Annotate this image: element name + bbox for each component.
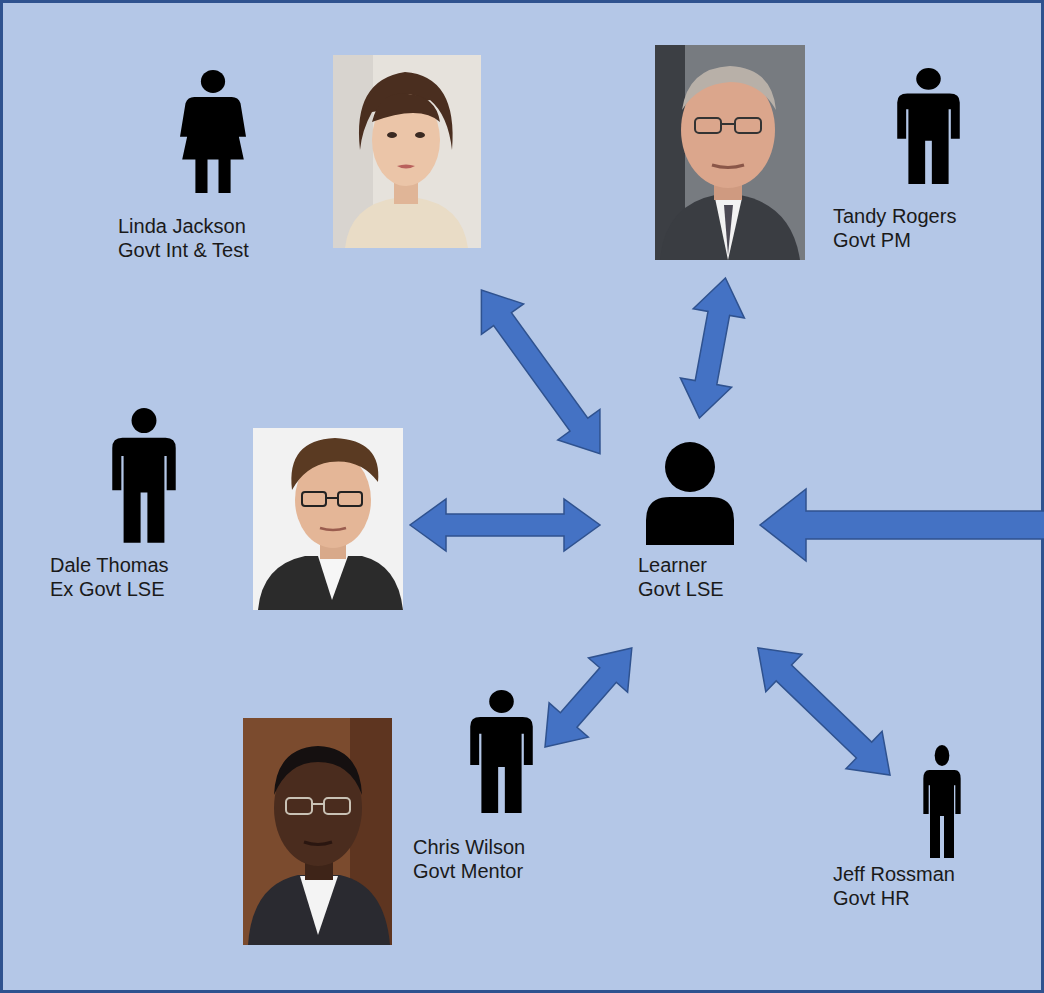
person-label: Dale ThomasEx Govt LSE — [50, 553, 169, 601]
portrait-photo — [253, 428, 403, 610]
portrait-photo — [243, 718, 392, 945]
person-label: Tandy RogersGovt PM — [833, 204, 956, 252]
double-arrow — [680, 278, 744, 418]
icon-body — [470, 717, 533, 813]
icon-head — [489, 690, 514, 713]
portrait-photo — [333, 55, 481, 248]
person-icon — [468, 690, 535, 815]
person-role: Govt Mentor — [413, 859, 525, 883]
double-arrow — [758, 648, 890, 775]
double-arrow — [481, 290, 600, 454]
person-name: Chris Wilson — [413, 835, 525, 859]
person-role: Govt PM — [833, 228, 956, 252]
person-name: Jeff Rossman — [833, 862, 955, 886]
double-arrow — [545, 648, 632, 747]
incoming-arrow — [760, 489, 1044, 561]
person-name: Dale Thomas — [50, 553, 169, 577]
person-node: Jeff RossmanGovt HR — [830, 775, 1005, 920]
person-name: Tandy Rogers — [833, 204, 956, 228]
person-role: Govt Int & Test — [118, 238, 249, 262]
person-icon — [640, 440, 740, 545]
person-role: Govt LSE — [638, 577, 724, 601]
icon-body — [180, 97, 246, 193]
icon-head — [201, 70, 225, 93]
person-icon — [180, 70, 246, 195]
icon-head — [935, 745, 950, 766]
person-node: Linda JacksonGovt Int & Test — [110, 40, 485, 290]
person-label: Jeff RossmanGovt HR — [833, 862, 955, 910]
person-role: Govt HR — [833, 886, 955, 910]
icon-head — [132, 408, 157, 433]
icon-head — [665, 442, 715, 492]
person-name: Linda Jackson — [118, 214, 249, 238]
person-node: LearnerGovt LSE — [600, 418, 758, 648]
icon-body — [897, 94, 960, 184]
icon-body — [112, 438, 175, 543]
double-arrow — [410, 499, 600, 551]
person-icon — [110, 408, 178, 545]
icon-head — [916, 68, 941, 90]
person-icon — [895, 68, 962, 186]
person-role: Ex Govt LSE — [50, 577, 169, 601]
person-name: Learner — [638, 553, 724, 577]
icon-body — [646, 497, 734, 545]
person-label: Chris WilsonGovt Mentor — [413, 835, 525, 883]
portrait-photo — [655, 45, 805, 260]
person-icon — [922, 745, 962, 860]
person-node: Dale ThomasEx Govt LSE — [45, 400, 410, 622]
person-label: LearnerGovt LSE — [638, 553, 724, 601]
person-label: Linda JacksonGovt Int & Test — [118, 214, 249, 262]
person-node: Tandy RogersGovt PM — [650, 40, 1000, 278]
icon-body — [923, 770, 960, 858]
person-node: Chris WilsonGovt Mentor — [240, 640, 545, 965]
